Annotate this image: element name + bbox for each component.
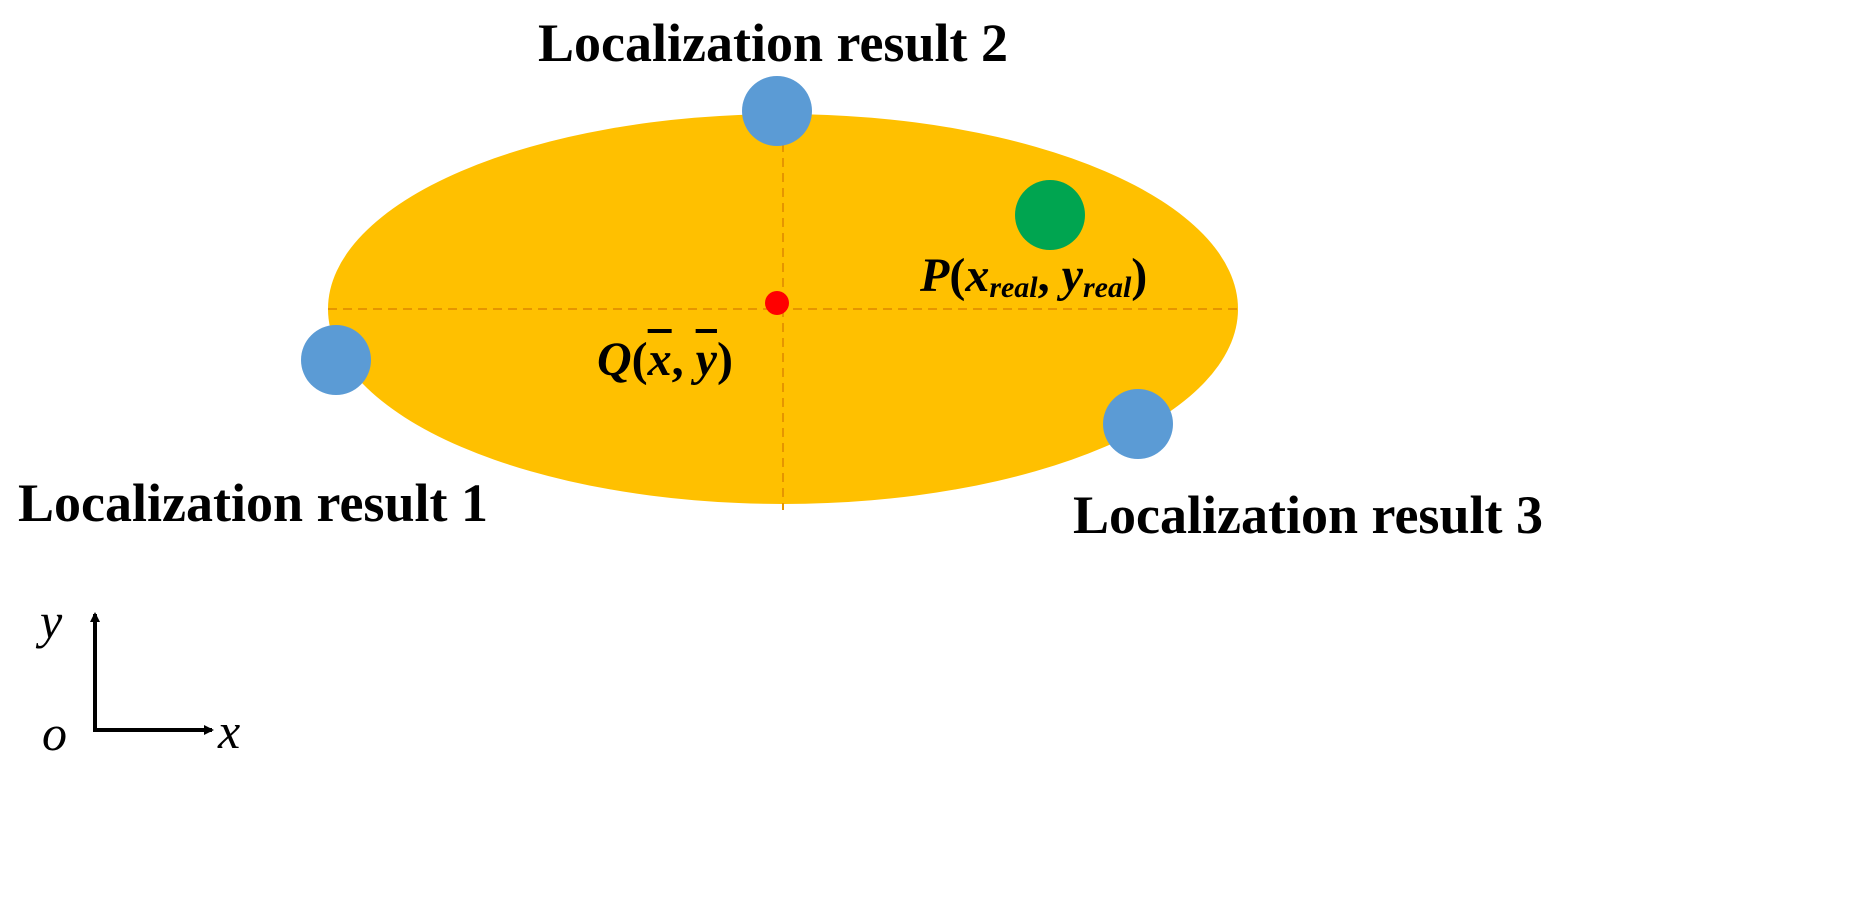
point-p-y-sub: real — [1082, 271, 1132, 304]
centroid-point — [765, 291, 789, 315]
localization-result-1-point — [301, 325, 371, 395]
localization-result-3-label: Localization result 3 — [1073, 485, 1543, 545]
localization-result-3-point — [1103, 389, 1173, 459]
true-position-label: P(xreal, yreal) — [920, 249, 1148, 303]
x-axis-label: x — [218, 703, 241, 759]
point-p-separator: , — [1037, 249, 1062, 302]
true-position-point — [1015, 180, 1085, 250]
origin-label: o — [42, 705, 67, 761]
point-q-x-mean: x — [647, 333, 672, 386]
point-p-name: P — [920, 249, 950, 302]
y-axis-label: y — [40, 593, 63, 649]
point-p-x-sub: real — [989, 271, 1038, 304]
localization-result-2-point — [742, 76, 812, 146]
point-q-name: Q — [597, 333, 632, 386]
point-p-close-paren: ) — [1131, 249, 1148, 302]
point-q-close-paren: ) — [716, 333, 733, 386]
localization-result-2-label: Localization result 2 — [538, 13, 1008, 73]
centroid-label: Q(x, y) — [597, 336, 733, 384]
point-p-x-main: x — [965, 249, 990, 302]
point-q-separator: , — [671, 333, 696, 386]
point-p-y-main: y — [1061, 249, 1083, 302]
point-q-y-mean: y — [695, 333, 717, 386]
point-p-open-paren: ( — [949, 249, 966, 302]
point-q-open-paren: ( — [631, 333, 648, 386]
localization-result-1-label: Localization result 1 — [18, 473, 488, 533]
